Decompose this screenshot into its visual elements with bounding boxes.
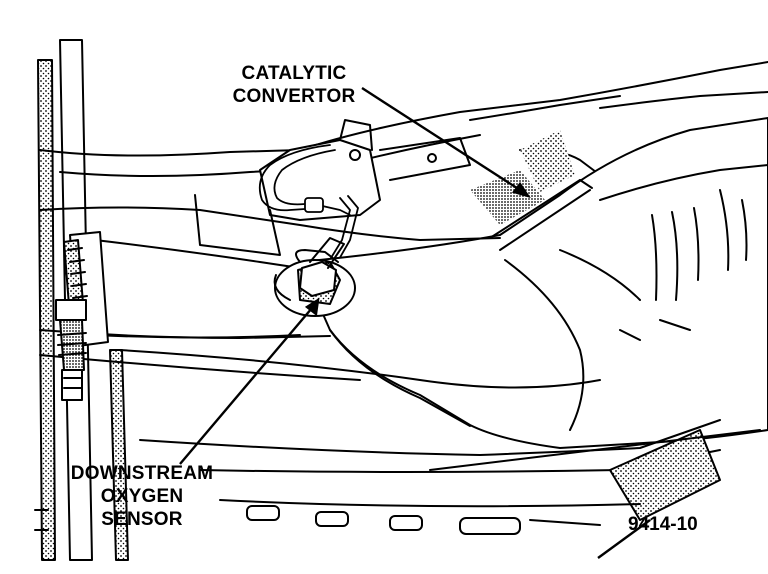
label-catalytic-converter-line2: CONVERTOR — [232, 86, 356, 107]
leader-oxygen-sensor — [179, 307, 313, 465]
figure-code: 9414-10 — [628, 514, 698, 535]
mounting-bracket — [194, 119, 471, 256]
label-catalytic-converter: CATALYTIC CONVERTOR — [214, 62, 374, 108]
arrowhead-oxygen-sensor — [304, 297, 320, 317]
catalytic-converter-body — [299, 117, 768, 449]
frame-rail-left — [37, 39, 129, 561]
figure-code-slash — [597, 519, 651, 559]
oxygen-sensor-boss — [273, 237, 356, 317]
edge-ticks — [34, 509, 49, 531]
label-oxygen-sensor-line2: OXYGEN — [100, 486, 184, 507]
sensor-wire-harness — [258, 144, 359, 269]
label-catalytic-converter-line1: CATALYTIC — [241, 63, 347, 84]
leader-catalytic-converter — [361, 86, 521, 192]
leader-lines — [179, 86, 651, 559]
label-oxygen-sensor-line1: DOWNSTREAM — [70, 463, 214, 484]
label-oxygen-sensor-line3: SENSOR — [101, 509, 183, 530]
pipe-clamp — [55, 231, 109, 401]
label-downstream-oxygen-sensor: DOWNSTREAM OXYGEN SENSOR — [56, 462, 228, 531]
rocker-panel-lower — [139, 419, 761, 535]
arrowhead-catalytic-converter — [511, 181, 531, 199]
